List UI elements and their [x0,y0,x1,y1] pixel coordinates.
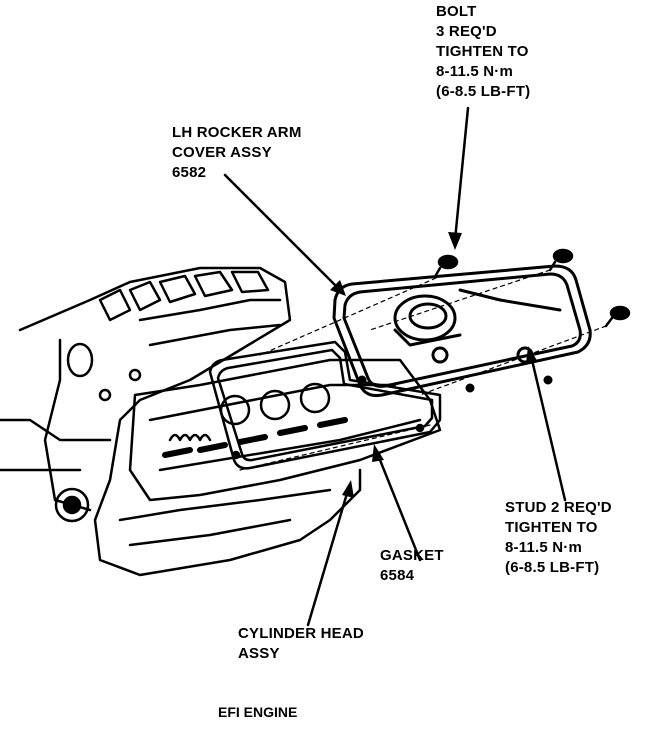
label-stud: STUD 2 REQ'D TIGHTEN TO 8-11.5 N·m (6-8.… [505,498,612,578]
label-bolt: BOLT 3 REQ'D TIGHTEN TO 8-11.5 N·m (6-8.… [436,2,530,102]
cylinder-head [128,358,442,502]
engine-block [0,266,362,577]
label-stud-line: 8-11.5 N·m [505,539,583,556]
label-cylinder-head-line: CYLINDER HEAD [238,625,364,642]
diagram-caption: EFI ENGINE [218,704,298,720]
leader-cylinder-head [306,488,350,627]
label-cylinder-head: CYLINDER HEAD ASSY [238,624,364,664]
label-stud-line: (6-8.5 LB-FT) [505,559,600,576]
label-bolt-line: 8-11.5 N·m [436,63,514,80]
arrow-bolt [448,232,462,250]
bolt-right [604,305,631,328]
leader-lines [223,106,567,627]
label-bolt-line: BOLT [436,3,477,20]
bolt-left [434,254,459,277]
label-bolt-line: TIGHTEN TO [436,43,529,60]
arrow-stud [526,346,538,364]
label-gasket-line: 6584 [380,567,415,584]
arrow-cylinder-head [342,480,354,498]
leader-gasket [376,453,422,562]
alignment-lines [239,269,607,471]
arrow-rocker-cover [330,280,346,296]
bolt-middle [548,248,574,272]
rocker-arm-cover [332,264,592,397]
label-stud-line: TIGHTEN TO [505,519,598,536]
leader-rocker-cover [223,173,342,292]
label-rocker-cover-line: COVER ASSY [172,144,272,161]
leader-stud [530,358,567,502]
label-rocker-cover-line: LH ROCKER ARM [172,124,302,141]
label-cylinder-head-line: ASSY [238,645,280,662]
label-bolt-line: (6-8.5 LB-FT) [436,83,531,100]
label-bolt-line: 3 REQ'D [436,23,497,40]
label-gasket: GASKET 6584 [380,546,444,586]
label-gasket-line: GASKET [380,547,444,564]
bolts [434,248,631,328]
label-stud-line: STUD 2 REQ'D [505,499,612,516]
label-rocker-cover: LH ROCKER ARM COVER ASSY 6582 [172,123,302,183]
arrowheads [330,232,538,498]
label-rocker-cover-line: 6582 [172,164,207,181]
arrow-gasket [372,444,384,462]
leader-bolt [453,106,470,242]
